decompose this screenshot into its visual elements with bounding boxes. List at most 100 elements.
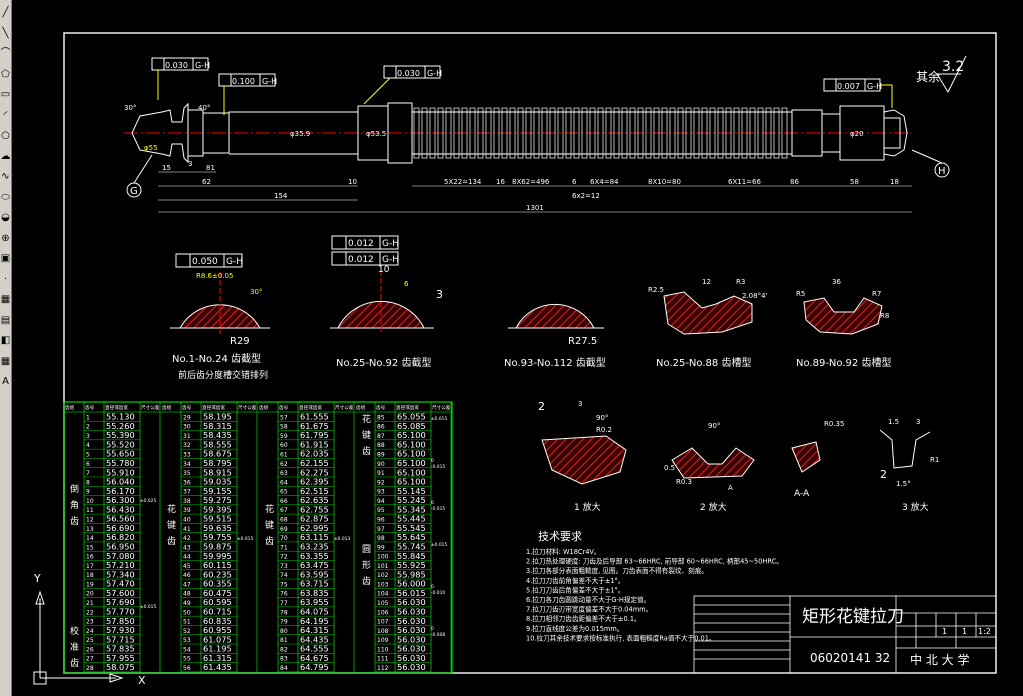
tooth-number: 75 xyxy=(280,581,288,588)
tooth-number: 66 xyxy=(280,498,288,505)
dim-pitch-5: 6X11=66 xyxy=(728,178,761,186)
tooth-diameter: 55.520 xyxy=(106,439,135,449)
region-tool[interactable]: ◧ xyxy=(0,335,11,346)
tooth-number: 27 xyxy=(86,656,94,663)
tooth-diameter: 62.635 xyxy=(300,495,329,505)
s3-radius: R27.5 xyxy=(568,336,597,347)
polygon-tool[interactable]: ⬠ xyxy=(1,68,10,80)
tooth-diameter: 61.675 xyxy=(300,421,329,431)
tooth xyxy=(701,107,708,159)
tooth-number: 104 xyxy=(377,591,389,598)
tooth-number: 101 xyxy=(377,563,389,570)
s1-angle: 30° xyxy=(250,288,262,296)
polyline-tool[interactable]: ⌒ xyxy=(0,48,11,59)
table-tool[interactable]: ▦ xyxy=(0,355,11,367)
s1-note: 前后齿分度槽交错排列 xyxy=(178,369,268,381)
tooth-number: 106 xyxy=(377,609,389,616)
construction-line-tool[interactable]: ╲ xyxy=(2,27,9,39)
dim-6x2: 6x2=12 xyxy=(572,192,600,200)
v2-c: 0.5 xyxy=(664,464,675,472)
title-number: 06020141 32 xyxy=(810,651,890,665)
drawing-canvas[interactable]: 其余 3.2 0.030 G-H 0.100 G-H 0.030 G-H 0.0… xyxy=(12,0,1023,696)
circle-tool[interactable]: ○ xyxy=(1,130,10,141)
tooth-number: 98 xyxy=(377,535,385,542)
tooth xyxy=(765,107,772,159)
tooth-number: 8 xyxy=(86,479,90,486)
dim-10: 10 xyxy=(348,178,357,186)
tooth-number: 88 xyxy=(377,442,385,449)
ellipse-tool[interactable]: ⬭ xyxy=(1,191,10,203)
tooth-number: 82 xyxy=(280,646,288,653)
group-tolerance: 0 xyxy=(431,584,434,590)
tooth xyxy=(749,107,756,159)
tooth xyxy=(773,107,780,159)
tooth xyxy=(541,107,548,159)
tooth-number: 65 xyxy=(280,489,288,496)
tooth-number: 36 xyxy=(183,479,191,486)
s2-radius: 3 xyxy=(436,288,443,301)
tooth-diameter: 62.515 xyxy=(300,486,329,496)
tolerance-frame-5: 0.050 G-H xyxy=(175,253,243,268)
tooth-number: 1 xyxy=(86,414,90,421)
tooth-number: 22 xyxy=(86,609,94,616)
tooth-diameter: 59.755 xyxy=(203,532,232,542)
tooth-number: 94 xyxy=(377,498,385,505)
title-total: 1 xyxy=(962,627,967,636)
tol-value: 0.030 xyxy=(397,69,420,78)
tooth-number: 60 xyxy=(280,442,288,449)
tooth-number: 2 xyxy=(86,424,90,431)
point-tool[interactable]: · xyxy=(3,273,8,285)
tooth-number: 87 xyxy=(377,433,385,440)
tooth-number: 105 xyxy=(377,600,389,607)
v2-a: 90° xyxy=(708,422,720,430)
tooth-diameter: 63.115 xyxy=(300,532,329,542)
tooth-number: 80 xyxy=(280,628,288,635)
tooth-diameter: 56.430 xyxy=(106,504,135,514)
roughness-label: 其余 xyxy=(916,69,940,84)
multiline-text-tool[interactable]: A xyxy=(2,376,9,387)
tooth-diameter: 57.835 xyxy=(106,644,135,654)
tooth-number: 9 xyxy=(86,489,90,496)
s2-width: 10 xyxy=(378,265,390,275)
revcloud-tool[interactable]: ☁ xyxy=(0,150,11,162)
tol-datum: G-H xyxy=(226,257,243,267)
tooth xyxy=(717,107,724,159)
table-header: 直径或齿宽 xyxy=(396,404,419,411)
hatch-tool[interactable]: ▦ xyxy=(0,294,11,305)
group-tolerance: 0 xyxy=(431,626,434,632)
table-frame xyxy=(63,401,453,674)
tooth xyxy=(565,107,572,159)
tooth xyxy=(669,107,676,159)
gradient-tool[interactable]: ▤ xyxy=(0,314,11,326)
tooth-number: 92 xyxy=(377,479,385,486)
tooth xyxy=(581,107,588,159)
insert-block-tool[interactable]: ⊕ xyxy=(1,232,10,244)
tooth-number: 19 xyxy=(86,581,94,588)
tooth xyxy=(461,107,468,159)
tooth-diameter: 60.235 xyxy=(203,569,232,579)
tooth-number: 4 xyxy=(86,442,90,449)
tooth xyxy=(725,107,732,159)
tooth-number: 62 xyxy=(280,461,288,468)
tooth-number: 103 xyxy=(377,581,389,588)
tooth-diameter: 56.300 xyxy=(106,495,135,505)
tooth-number: 107 xyxy=(377,619,389,626)
tooth-diameter: 63.835 xyxy=(300,588,329,598)
tooth-number: 100 xyxy=(377,554,389,561)
dim-pitch-3: 6X4=84 xyxy=(590,178,619,186)
line-tool[interactable]: ╱ xyxy=(2,7,9,18)
tooth-diameter: 58.915 xyxy=(203,467,232,477)
arc-tool[interactable]: ◜ xyxy=(3,109,8,121)
tooth-number: 110 xyxy=(377,646,389,653)
tooth xyxy=(549,107,556,159)
tooth xyxy=(709,107,716,159)
make-block-tool[interactable]: ▣ xyxy=(0,253,11,264)
tolerance-frame-1: 0.030 G-H xyxy=(151,57,210,100)
tooth-number: 23 xyxy=(86,619,94,626)
rectangle-tool[interactable]: ▭ xyxy=(0,89,11,100)
tooth-number: 46 xyxy=(183,572,191,579)
ellipse-arc-tool[interactable]: ◒ xyxy=(1,212,10,223)
spline-tool[interactable]: ∿ xyxy=(1,171,10,182)
tooth xyxy=(621,107,628,159)
tooth-diameter: 63.715 xyxy=(300,579,329,589)
